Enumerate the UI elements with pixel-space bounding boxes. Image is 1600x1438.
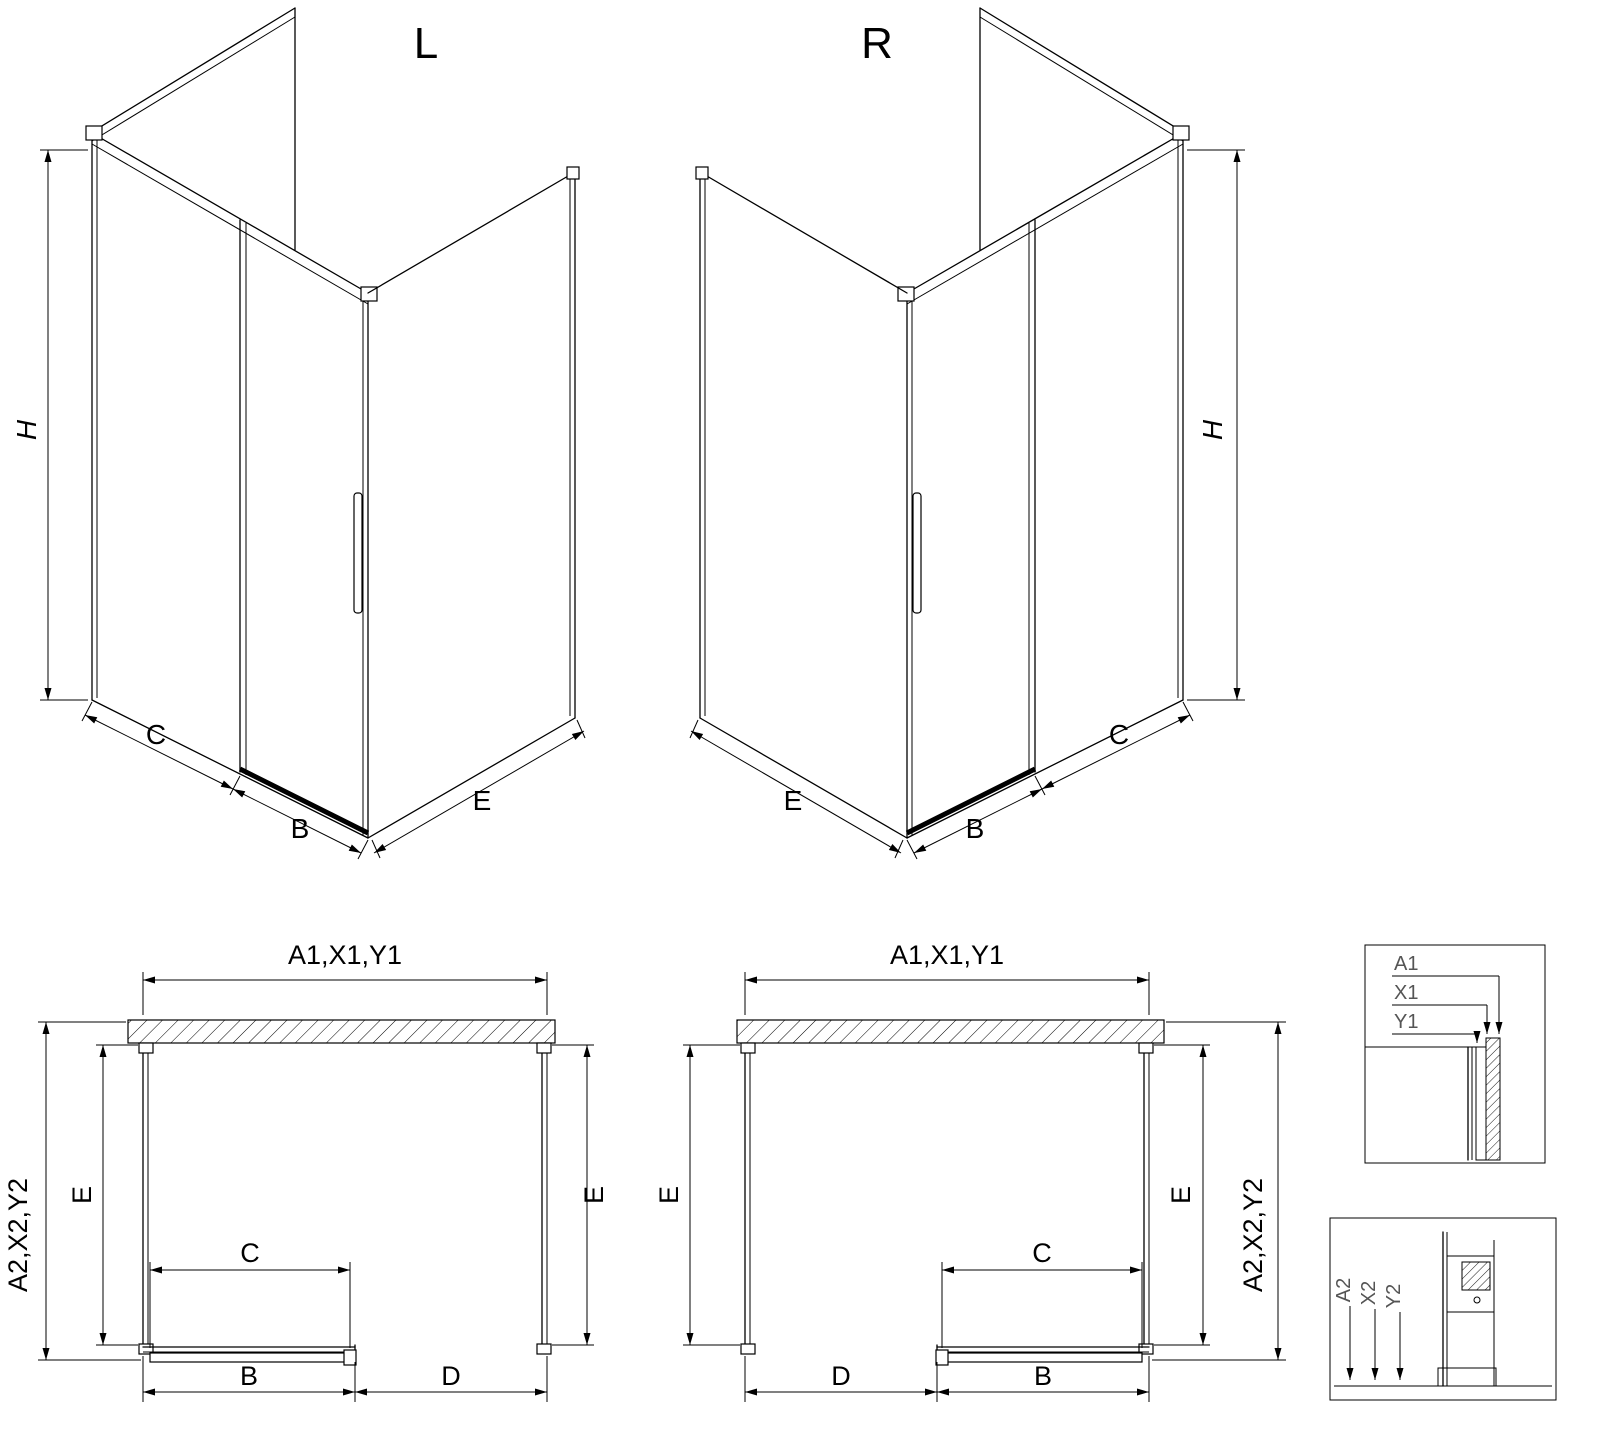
plan-right-view: A1,X1,Y1 C — [654, 940, 1286, 1402]
plan-right-dim-e-right: E — [1154, 1044, 1210, 1346]
detail-top-leader-a1: A1 — [1392, 953, 1503, 1034]
dim-label-e-left: E — [67, 1186, 97, 1204]
plan-right-door-assembly — [935, 1344, 1150, 1366]
plan-right-dim-d: D — [744, 1356, 938, 1402]
dim-label-h: H — [1197, 419, 1228, 440]
iso-right-left-side-panel — [695, 166, 908, 839]
dim-label-a1x1y1: A1,X1,Y1 — [288, 940, 402, 970]
floor-shoe-section — [1437, 1367, 1497, 1387]
dim-label-b: B — [291, 813, 310, 844]
door-end-profile — [935, 1349, 949, 1366]
plan-right-dim-c: C — [941, 1238, 1143, 1348]
detail-top-leader-y1: Y1 — [1392, 1011, 1481, 1043]
panel-profile-cap — [566, 166, 580, 180]
iso-left-view: L — [11, 7, 586, 860]
plan-left-dim-c: C — [149, 1238, 351, 1348]
dim-label-e: E — [784, 785, 803, 816]
plan-left-door-assembly — [142, 1344, 357, 1366]
wall-profile-cap — [1172, 125, 1190, 141]
dim-label-c: C — [1109, 719, 1129, 750]
dim-label-h: H — [11, 419, 42, 440]
dim-label-b: B — [240, 1361, 258, 1391]
dim-label-d: D — [441, 1361, 461, 1391]
plan-left-dim-a1: A1,X1,Y1 — [142, 940, 548, 1015]
dim-label-a2x2y2: A2,X2,Y2 — [1238, 1178, 1268, 1292]
plan-left-dim-d: D — [355, 1356, 548, 1402]
door-end-profile — [343, 1349, 357, 1366]
plan-right-side-panels — [740, 1042, 1154, 1355]
detail-bottom-leader-x2: X2 — [1358, 1281, 1380, 1380]
wall-profile-cap — [85, 125, 103, 141]
iso-right-back-side-panel — [979, 7, 1184, 251]
plan-left-view: A1,X1,Y1 C — [3, 940, 609, 1402]
iso-right-dim-h: H — [1187, 149, 1245, 701]
dim-label-d: D — [831, 1361, 851, 1391]
dim-label-e-right: E — [579, 1186, 609, 1204]
detail-label-a2: A2 — [1333, 1278, 1355, 1302]
iso-right-front-door-wall — [897, 125, 1190, 839]
plan-left-dim-b: B — [142, 1356, 356, 1402]
dim-label-c: C — [146, 719, 166, 750]
detail-label-a1: A1 — [1394, 953, 1418, 975]
door-handle — [353, 492, 363, 614]
dim-label-e-left: E — [654, 1186, 684, 1204]
door-handle — [912, 492, 922, 614]
plan-left-side-panels — [138, 1042, 552, 1355]
iso-left-dim-e: E — [371, 719, 586, 859]
detail-label-y2: Y2 — [1383, 1284, 1405, 1308]
iso-left-back-side-panel — [91, 7, 296, 251]
wall-profile-section — [1485, 1037, 1501, 1161]
detail-label-x2: X2 — [1358, 1281, 1380, 1305]
view-title-right: R — [861, 19, 893, 68]
plan-right-dim-b: B — [937, 1356, 1150, 1402]
iso-left-dim-b: B — [232, 788, 369, 860]
plan-left-dim-a2: A2,X2,Y2 — [3, 1021, 141, 1361]
detail-top-leader-x1: X1 — [1392, 982, 1491, 1034]
wall-hatch — [736, 1019, 1165, 1044]
iso-right-dim-b: B — [906, 788, 1043, 860]
view-title-left: L — [414, 19, 438, 68]
plan-right-dim-a1: A1,X1,Y1 — [744, 940, 1150, 1015]
plan-left-dim-e-right: E — [552, 1044, 609, 1346]
plan-right-dim-e-left: E — [654, 1044, 740, 1346]
dim-label-a1x1y1: A1,X1,Y1 — [890, 940, 1004, 970]
iso-left-dim-h: H — [11, 149, 88, 701]
profile-bracket-section — [1446, 1255, 1495, 1313]
iso-right-dim-e: E — [689, 719, 904, 859]
dim-label-c: C — [1032, 1238, 1052, 1268]
dim-label-e: E — [473, 785, 492, 816]
detail-label-x1: X1 — [1394, 982, 1418, 1004]
dim-label-b: B — [1034, 1361, 1052, 1391]
iso-right-dim-c: C — [1034, 701, 1194, 796]
dim-label-b: B — [966, 813, 985, 844]
dim-label-c: C — [240, 1238, 260, 1268]
screw-detail — [1473, 1296, 1481, 1304]
iso-left-dim-c: C — [81, 701, 241, 796]
dim-label-a2x2y2: A2,X2,Y2 — [3, 1178, 33, 1292]
iso-left-right-side-panel — [367, 166, 580, 839]
detail-bottom-leader-y2: Y2 — [1383, 1284, 1405, 1380]
wall-hatch — [127, 1019, 556, 1044]
detail-top-view: A1 X1 Y1 — [1364, 944, 1546, 1164]
detail-label-y1: Y1 — [1394, 1011, 1418, 1033]
panel-profile-cap — [695, 166, 709, 180]
iso-left-front-door-wall — [85, 125, 378, 839]
detail-bottom-leader-a2: A2 — [1333, 1278, 1355, 1380]
plan-left-dim-e-left: E — [67, 1044, 138, 1346]
dim-label-e-right: E — [1166, 1186, 1196, 1204]
iso-right-view: R — [689, 7, 1245, 860]
profile-hatch-section — [1461, 1261, 1491, 1291]
detail-bottom-view: A2 X2 Y2 — [1329, 1217, 1557, 1401]
plan-right-dim-a2: A2,X2,Y2 — [1152, 1021, 1286, 1361]
